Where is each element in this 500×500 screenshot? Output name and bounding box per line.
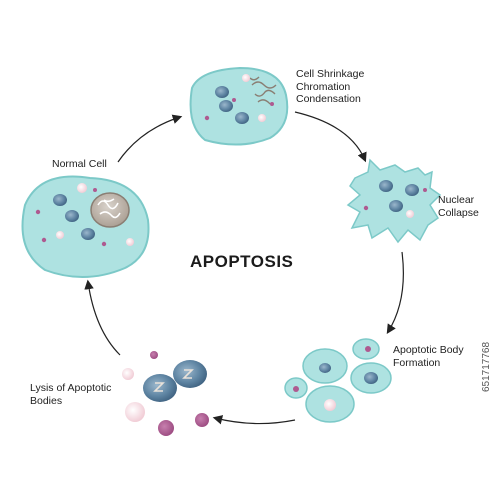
apoptotic-bodies: [284, 338, 392, 423]
organelle-dot: [195, 413, 209, 427]
label-line: Bodies: [30, 394, 63, 407]
stock-id: 651717768: [481, 341, 492, 392]
organelle: [364, 372, 378, 384]
vesicle: [324, 399, 336, 411]
vesicle: [56, 231, 64, 239]
label-nuclear-collapse: Nuclear Collapse: [438, 194, 479, 219]
organelle-dot: [423, 188, 427, 192]
label-line: Normal Cell: [52, 158, 107, 170]
label-line: Lysis of Apoptotic: [30, 382, 112, 394]
label-cell-shrinkage: Cell Shrinkage Chromation Condensation: [296, 68, 364, 106]
organelle-dot: [41, 237, 47, 243]
collapsing-cell: [346, 158, 442, 244]
organelle-dot: [35, 209, 41, 215]
shrinking-cell-membrane: [189, 66, 289, 146]
organelle-dot: [363, 205, 369, 211]
arrow-normal-to-shrinkage: [117, 114, 183, 163]
label-line: Nuclear: [438, 194, 475, 206]
label-normal-cell: Normal Cell: [52, 158, 107, 171]
organelle-dot: [270, 102, 274, 106]
label-apoptotic-body-formation: Apoptotic Body Formation: [393, 344, 464, 369]
organelle-dot: [101, 241, 107, 247]
arrow-shrinkage-to-collapse: [294, 111, 367, 163]
organelle: [379, 180, 393, 192]
organelle: [219, 100, 233, 112]
diagram-title: APOPTOSIS: [190, 252, 294, 271]
organelle-dot: [204, 115, 210, 121]
vesicle: [122, 368, 134, 380]
organelle: [65, 210, 79, 222]
organelle-dot: [293, 386, 299, 392]
label-line: Condensation: [296, 93, 361, 105]
label-line: Chromation: [296, 80, 351, 93]
organelle-dot: [93, 188, 97, 192]
organelle: [235, 112, 249, 124]
organelle-dot: [150, 351, 158, 359]
organelle: [389, 200, 403, 212]
organelle: [215, 86, 229, 98]
normal-cell: [21, 175, 150, 278]
vesicle: [126, 238, 134, 246]
organelle: [53, 194, 67, 206]
normal-cell-chromatin: [97, 198, 121, 219]
condensed-chromatin: [249, 76, 277, 105]
label-line: Apoptotic Body: [393, 344, 464, 356]
chromatin-fragment: [153, 382, 165, 392]
vesicle: [258, 114, 266, 122]
nucleus-fragment: [143, 374, 177, 402]
arrow-lysis-to-normal: [84, 279, 121, 356]
label-line: Formation: [393, 356, 441, 369]
cycle-arrows: [84, 111, 404, 425]
organelle: [319, 363, 331, 373]
label-line: Cell Shrinkage: [296, 68, 365, 80]
shrinking-cell: [189, 66, 289, 146]
chromatin-fragment: [182, 369, 194, 379]
lysis-fragments: [122, 351, 209, 436]
vesicle: [77, 183, 87, 193]
label-line: Collapse: [438, 206, 479, 219]
organelle-dot: [232, 98, 236, 102]
arrow-collapse-to-bodies: [386, 251, 404, 335]
normal-cell-membrane: [21, 175, 150, 278]
arrow-bodies-to-lysis: [212, 415, 296, 425]
organelle-dot: [365, 346, 371, 352]
organelle: [405, 184, 419, 196]
vesicle: [242, 74, 250, 82]
normal-cell-nucleus: [90, 192, 130, 228]
organelle: [81, 228, 95, 240]
vesicle: [406, 210, 414, 218]
nucleus-fragment: [173, 360, 207, 388]
organelle-dot: [158, 420, 174, 436]
label-lysis: Lysis of Apoptotic Bodies: [30, 382, 111, 407]
vesicle: [125, 402, 145, 422]
